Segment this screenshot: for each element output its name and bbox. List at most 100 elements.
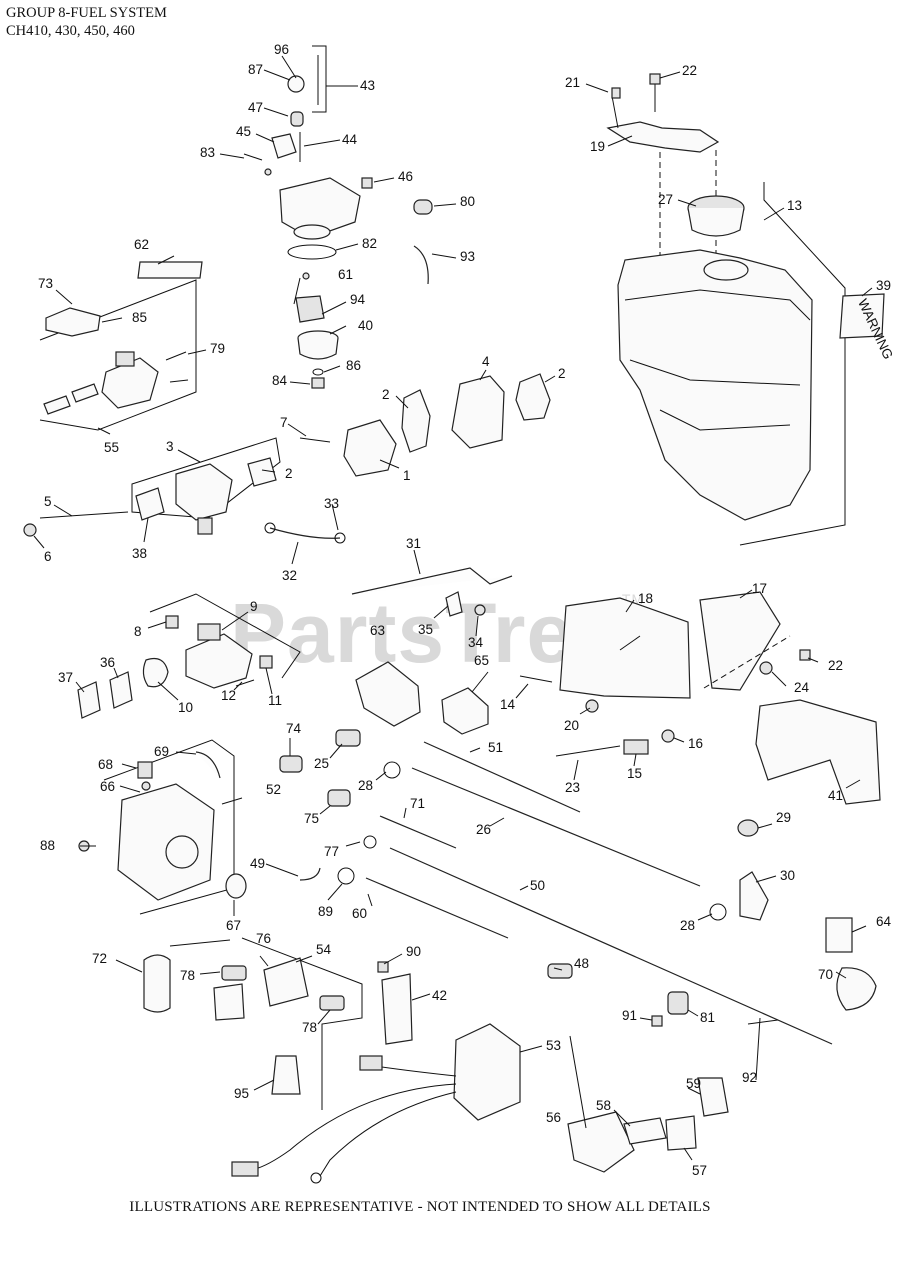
nut-84 [311,377,325,389]
leader-line [585,83,609,93]
leader-line [697,913,713,921]
plate-87 [287,75,305,93]
carb-bowl-top [293,224,331,240]
bracket-56 [567,1111,635,1173]
valve-75 [327,789,351,807]
o-ring-82 [287,244,337,260]
group-outline-52 [103,739,235,915]
callout-59: 59 [686,1076,701,1091]
mount-bracket [213,983,245,1021]
leader-line [375,771,387,781]
callout-35: 35 [418,622,433,637]
leader-line [403,807,407,819]
fitting-69 [195,751,221,779]
line-31 [351,567,513,595]
callout-76: 76 [256,931,271,946]
clip-81 [667,991,689,1015]
callout-73: 73 [38,276,53,291]
hose-71 [379,815,457,849]
leader-line [433,203,457,207]
leader-line [433,605,449,619]
grommet-29 [737,819,759,837]
callout-67: 67 [226,918,241,933]
leader-line [295,955,313,963]
callout-43: 43 [360,78,375,93]
tank-seam [629,359,801,386]
leader-line [119,785,141,793]
heat-shield-4 [451,375,505,449]
intake-group [23,373,551,544]
callout-18: 18 [638,591,653,606]
nut-34 [474,604,486,616]
callout-62: 62 [134,237,149,252]
callout-55: 55 [104,440,119,455]
leader-line [395,395,409,409]
group-outline [39,279,197,431]
box-76 [263,957,309,1007]
callout-14: 14 [500,697,516,712]
spacer-20 [585,699,599,713]
callout-60: 60 [352,906,367,921]
callout-78: 78 [302,1020,317,1035]
leader-line [479,369,487,381]
callout-66: 66 [100,779,115,794]
callout-80: 80 [460,194,475,209]
valve-74 [279,755,303,773]
leader-line [687,1087,701,1095]
leader-line [489,817,505,827]
clamp-33a [264,522,276,534]
callout-83: 83 [200,145,215,160]
spring-66 [141,781,151,791]
bowl-40 [297,337,339,360]
leader-line [121,763,137,769]
pump-9-body [185,633,253,689]
bolt-head-21 [611,87,621,99]
leader-line [367,893,373,907]
ring-terminal [310,1172,322,1184]
bracket-59 [697,1077,729,1117]
leader-line [851,925,867,933]
leader-line [289,381,311,385]
bracket-42 [381,973,413,1045]
tank-neck [703,259,749,281]
hose-26 [411,767,701,887]
clip-35 [445,591,463,617]
carburetor-kit [137,45,433,389]
harness-group [231,1023,521,1184]
leader-line [569,1035,587,1129]
leader-line [345,841,361,847]
group-outline-9 [149,593,301,679]
callout-77: 77 [324,844,339,859]
bracket-17 [699,591,781,691]
callout-17: 17 [752,581,767,596]
leader-line [633,753,637,767]
hose-93 [413,245,429,285]
callout-56: 56 [546,1110,561,1125]
callout-95: 95 [234,1086,249,1101]
leader-line [259,955,269,967]
valve-25 [335,729,361,747]
leader-line [607,135,633,147]
stud-5 [39,511,129,519]
callout-61: 61 [338,267,353,282]
callout-39: 39 [876,278,891,293]
callout-31: 31 [406,536,421,551]
callout-15: 15 [627,766,642,781]
leader-line [471,671,489,693]
leader-line [519,1045,543,1053]
callout-96: 96 [274,42,289,57]
group-outline-54 [241,937,363,1110]
module-53 [453,1023,521,1121]
leader-line [739,589,753,599]
callout-51: 51 [488,740,503,755]
callout-45: 45 [236,124,251,139]
callout-74: 74 [286,721,302,736]
callout-92: 92 [742,1070,757,1085]
filter-65 [441,687,489,735]
pin-92 [747,1019,779,1025]
callout-44: 44 [342,132,358,147]
leader-line [221,611,249,631]
callout-54: 54 [316,942,332,957]
callout-32: 32 [282,568,297,583]
leader-line [639,1017,653,1021]
